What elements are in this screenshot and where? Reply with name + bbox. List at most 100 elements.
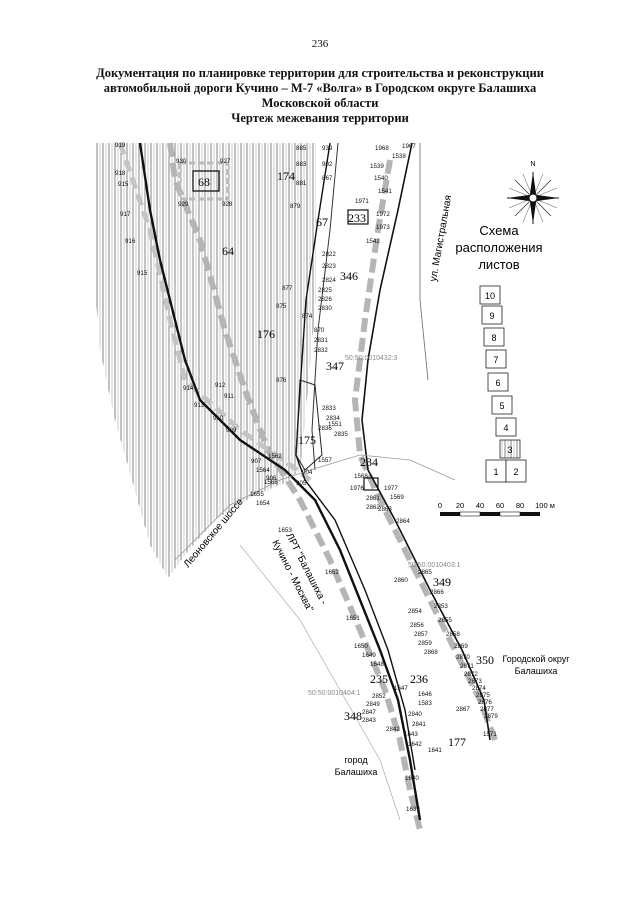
point-2875: 2875	[476, 692, 490, 699]
point-1539: 1539	[370, 163, 384, 170]
sheet-9-label: 9	[489, 311, 494, 321]
point-1971: 1971	[355, 198, 369, 205]
point-2834: 2834	[326, 415, 340, 422]
parcel-number-346: 346	[340, 269, 358, 283]
road-line-inner-2	[311, 142, 339, 471]
point-1976: 1976	[350, 485, 364, 492]
sheet-6-label: 6	[495, 378, 500, 388]
point-2861: 2861	[366, 495, 380, 502]
point-1647: 1647	[394, 685, 408, 692]
point-874: 874	[302, 313, 313, 320]
point-2862: 2862	[366, 504, 380, 511]
scheme-title-line-2: расположения	[455, 240, 542, 255]
sheet-10	[479, 285, 501, 305]
road-line-main-west	[138, 142, 422, 821]
point-906: 906	[266, 475, 277, 482]
point-876: 876	[276, 377, 287, 384]
point-885: 885	[296, 145, 307, 152]
point-939: 939	[322, 145, 333, 152]
sheet-5	[491, 395, 513, 415]
point-2864: 2864	[396, 518, 410, 525]
point-2859: 2859	[418, 640, 432, 647]
point-2856: 2856	[410, 622, 424, 629]
point-2833: 2833	[322, 405, 336, 412]
parcel-number-64: 64	[222, 244, 234, 258]
point-1641: 1641	[428, 747, 442, 754]
scale-bar	[440, 511, 540, 517]
point-2830: 2830	[318, 305, 332, 312]
point-912: 912	[215, 382, 226, 389]
parcel-number-234: 234	[360, 455, 378, 469]
point-1973: 1973	[376, 224, 390, 231]
point-2832: 2832	[314, 347, 328, 354]
point-2841: 2841	[412, 721, 426, 728]
point-2823: 2823	[322, 263, 336, 270]
point-2868: 2868	[424, 649, 438, 656]
parcel-number-347: 347	[326, 359, 344, 373]
point-2858: 2858	[446, 631, 460, 638]
parcel-number-68: 68	[198, 175, 210, 189]
point-927: 927	[220, 158, 231, 165]
point-2857: 2857	[414, 631, 428, 638]
parcel-number-348: 348	[344, 709, 362, 723]
point-1540: 1540	[374, 175, 388, 182]
point-2849: 2849	[366, 701, 380, 708]
point-2867: 2867	[456, 706, 470, 713]
point-879: 879	[290, 203, 301, 210]
point-929: 929	[178, 201, 189, 208]
city-label-line-2: Балашиха	[335, 767, 378, 777]
sheet-2-label: 2	[513, 467, 518, 477]
sheet-10-label: 10	[485, 291, 495, 301]
point-1651: 1651	[346, 615, 360, 622]
parcel-number-177: 177	[448, 735, 466, 749]
compass-rose-icon	[507, 172, 559, 224]
okrug-label-line-2: Балашиха	[515, 666, 558, 676]
scale-tick-60: 60	[496, 501, 504, 510]
point-1542: 1542	[366, 238, 380, 245]
point-917: 917	[120, 211, 131, 218]
parcel-number-176: 176	[257, 327, 275, 341]
road-edge-magistralnaya	[419, 143, 429, 381]
point-2843: 2843	[362, 717, 376, 724]
parcel-number-350: 350	[476, 653, 494, 667]
city-label-line-1: город	[344, 755, 368, 765]
okrug-label-line-1: Городской округ	[502, 654, 570, 664]
sheet-3-label: 3	[507, 445, 512, 455]
point-902: 902	[322, 161, 333, 168]
point-2865: 2865	[418, 569, 432, 576]
boundary-dashed-cross	[117, 142, 312, 482]
point-2831: 2831	[314, 337, 328, 344]
point-881: 881	[296, 180, 307, 187]
point-2879: 2879	[484, 713, 498, 720]
point-2847: 2847	[362, 709, 376, 716]
point-1557: 1557	[318, 457, 332, 464]
point-928: 928	[222, 201, 233, 208]
point-2852: 2852	[372, 693, 386, 700]
sheet-6	[487, 372, 509, 392]
point-1642: 1642	[408, 741, 422, 748]
point-1541: 1541	[378, 188, 392, 195]
page-number: 236	[311, 38, 329, 50]
point-2854: 2854	[408, 608, 422, 615]
point-915a: 915	[118, 181, 129, 188]
point-2842: 2842	[386, 726, 400, 733]
point-905: 905	[296, 480, 307, 487]
scale-tick-40: 40	[476, 501, 484, 510]
point-883: 883	[296, 161, 307, 168]
parcel-68-box	[192, 170, 220, 192]
scheme-title-line-3: листов	[478, 257, 519, 272]
point-2876: 2876	[478, 699, 492, 706]
scale-tick-20: 20	[456, 501, 464, 510]
point-918: 918	[115, 170, 126, 177]
point-909: 909	[226, 427, 237, 434]
point-1968: 1968	[375, 145, 389, 152]
point-1654: 1654	[256, 500, 270, 507]
cadastral-label-2: 50:50:0010403:1	[408, 562, 461, 569]
parcel-number-236: 236	[410, 672, 428, 686]
doc-title-line-2: автомобильной дороги Кучино – М-7 «Волга…	[103, 81, 537, 95]
point-2873: 2873	[468, 678, 482, 685]
point-1571: 1571	[483, 731, 497, 738]
parcel-68-dashed	[178, 161, 230, 201]
point-2836: 2836	[318, 425, 332, 432]
